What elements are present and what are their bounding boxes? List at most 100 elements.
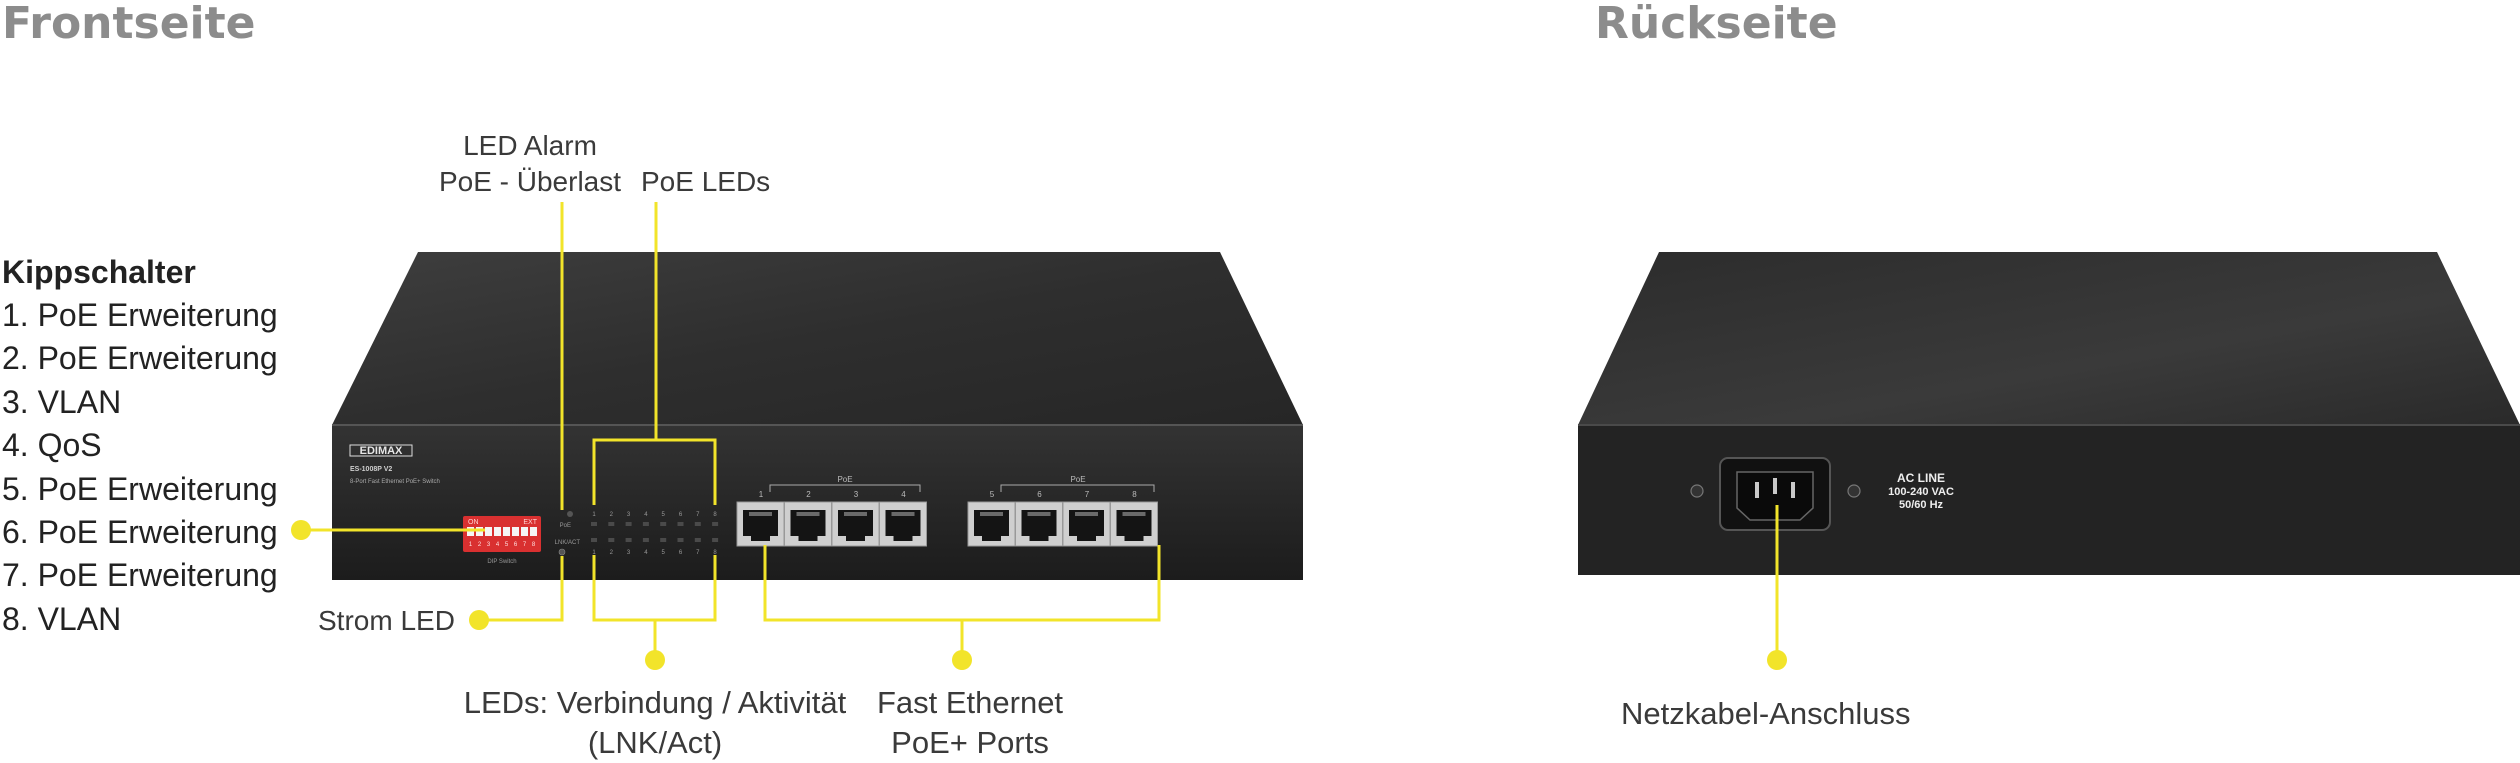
description-text: 8-Port Fast Ethernet PoE+ Switch — [350, 479, 440, 485]
callout-line-poe-bracket — [592, 438, 717, 505]
back-switch-top — [1578, 252, 2520, 425]
ethernet-port-3[interactable] — [831, 501, 880, 547]
poe-led-2 — [608, 522, 615, 526]
callout-dots — [291, 520, 1787, 670]
lnk-led-5 — [660, 538, 667, 542]
back-switch: AC LINE 100-240 VAC 50/60 Hz — [1578, 252, 2520, 575]
dip-number-4: 4 — [496, 542, 500, 548]
led-number-bottom-4: 4 — [644, 550, 648, 556]
callout-netzkabel: Netzkabel-Anschluss — [1621, 696, 1911, 731]
port-number-5: 5 — [990, 490, 995, 499]
back-title: Rückseite — [1595, 0, 1838, 49]
kippschalter-item-5: 5. PoE Erweiterung — [2, 470, 278, 507]
poe-led-8 — [712, 522, 719, 526]
dip-number-5: 5 — [505, 542, 509, 548]
dip-caption: DIP Switch — [487, 559, 516, 565]
led-number-top-7: 7 — [696, 512, 700, 518]
screw-left — [1690, 484, 1704, 498]
dip-lever-7[interactable] — [521, 527, 528, 536]
callout-dot-power — [469, 610, 489, 630]
ethernet-port-8[interactable] — [1110, 501, 1158, 547]
led-number-top-6: 6 — [679, 512, 683, 518]
callout-lnk-act: LEDs: Verbindung / Aktivität (LNK/Act) — [440, 683, 870, 763]
dip-lever-5[interactable] — [503, 527, 510, 536]
dip-number-6: 6 — [514, 542, 518, 548]
led-number-top-8: 8 — [713, 512, 717, 518]
dip-number-7: 7 — [523, 542, 527, 548]
callout-dot-dip — [291, 520, 311, 540]
kippschalter-item-2: 2. PoE Erweiterung — [2, 340, 278, 377]
front-title: Frontseite — [2, 0, 256, 49]
lnk-led-7 — [694, 538, 701, 542]
led-number-top-2: 2 — [610, 512, 614, 518]
callout-lnk-act-line2: (LNK/Act) — [587, 725, 723, 760]
screw-right — [1847, 484, 1861, 498]
kippschalter-item-4: 4. QoS — [2, 427, 102, 464]
dip-lever-8[interactable] — [530, 527, 537, 536]
ethernet-port-5[interactable] — [967, 501, 1016, 547]
callout-fast-ethernet: Fast Ethernet PoE+ Ports — [850, 683, 1090, 763]
dip-number-2: 2 — [478, 542, 482, 548]
port-number-8: 8 — [1132, 490, 1137, 499]
callout-led-alarm-line1: LED Alarm — [463, 130, 597, 161]
callout-line-power — [479, 556, 564, 622]
port-number-7: 7 — [1085, 490, 1090, 499]
dip-on-label: ON — [468, 519, 479, 526]
ethernet-port-2[interactable] — [784, 501, 832, 547]
led-number-bottom-7: 7 — [696, 550, 700, 556]
poe-led-3 — [625, 522, 632, 526]
lnk-led-4 — [642, 538, 649, 542]
kippschalter-title: Kippschalter — [2, 254, 196, 290]
dip-lever-3[interactable] — [485, 527, 492, 536]
ac-label-line1: AC LINE — [1897, 471, 1945, 485]
ac-label-line2: 100-240 VAC — [1888, 486, 1954, 498]
callout-fast-ethernet-line1: Fast Ethernet — [876, 685, 1064, 720]
poe-bracket-right: PoE — [1000, 475, 1155, 492]
port-number-2: 2 — [806, 490, 811, 499]
ethernet-port-7[interactable] — [1062, 501, 1111, 547]
brand-text: EDIMAX — [360, 445, 403, 457]
ethernet-port-6[interactable] — [1015, 501, 1063, 547]
front-switch-top — [332, 252, 1303, 425]
kippschalter-item-6: 6. PoE Erweiterung — [2, 514, 278, 551]
callout-led-alarm: LED Alarm PoE - Überlast — [432, 128, 628, 200]
power-inlet[interactable] — [1719, 457, 1831, 531]
callout-lines — [301, 202, 1779, 660]
model-text: ES-1008P V2 — [350, 466, 392, 473]
alarm-led — [567, 511, 573, 517]
led-number-top-4: 4 — [644, 512, 648, 518]
poe-led-4 — [642, 522, 649, 526]
callout-fast-ethernet-line2: PoE+ Ports — [891, 725, 1049, 760]
dip-number-1: 1 — [469, 542, 473, 548]
led-number-bottom-8: 8 — [713, 550, 717, 556]
dip-lever-6[interactable] — [512, 527, 519, 536]
kippschalter-item-7: 7. PoE Erweiterung — [2, 557, 278, 594]
led-number-bottom-2: 2 — [610, 550, 614, 556]
poe-led-7 — [694, 522, 701, 526]
callout-poe-leds: PoE LEDs — [641, 166, 771, 197]
poe-group-label-right: PoE — [1070, 475, 1085, 484]
poe-bracket-left: PoE — [769, 475, 921, 492]
ethernet-port-4[interactable] — [879, 501, 927, 547]
poe-led-1 — [591, 522, 597, 526]
dip-lever-4[interactable] — [494, 527, 501, 536]
power-led — [558, 548, 566, 556]
lnk-led-6 — [677, 538, 684, 542]
led-number-top-3: 3 — [627, 512, 631, 518]
poe-group-label-left: PoE — [837, 475, 852, 484]
callout-dot-lnk — [645, 650, 665, 670]
callout-dot-ports — [952, 650, 972, 670]
port-number-3: 3 — [854, 490, 859, 499]
ac-label-line3: 50/60 Hz — [1899, 499, 1944, 511]
ethernet-port-1[interactable] — [736, 501, 785, 547]
port-number-1: 1 — [759, 490, 764, 499]
ethernet-ports — [736, 501, 1158, 547]
led-number-bottom-3: 3 — [627, 550, 631, 556]
lnk-led-1 — [591, 538, 597, 542]
led-label-poe: PoE — [560, 523, 571, 529]
dip-number-3: 3 — [487, 542, 491, 548]
port-number-4: 4 — [901, 490, 906, 499]
